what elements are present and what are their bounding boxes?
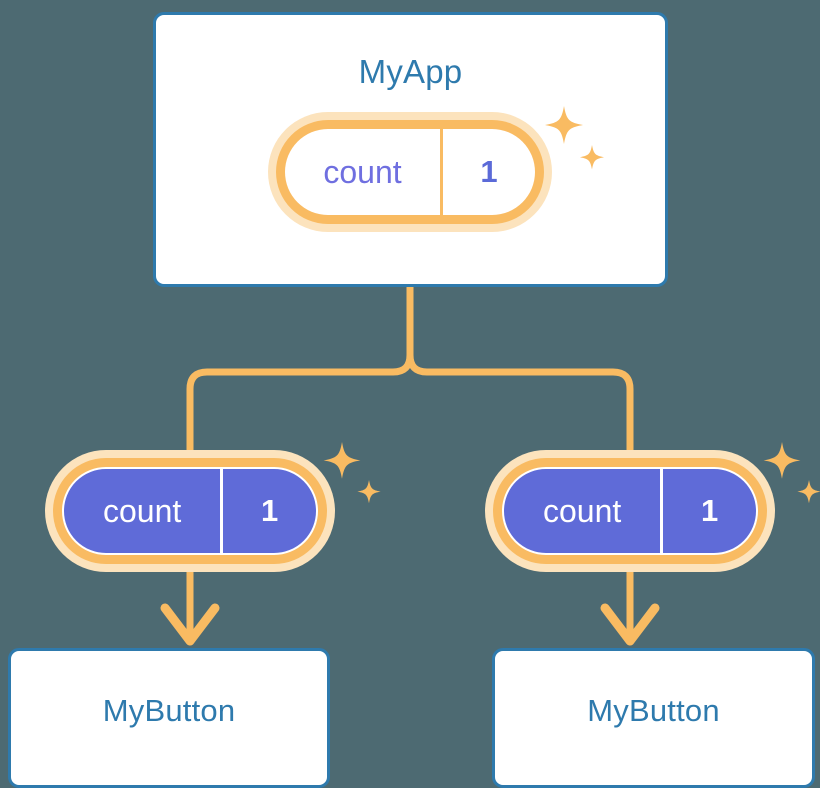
arrow-right-pill-to-button xyxy=(600,564,660,646)
diagram-canvas: MyApp count 1 count 1 MyButton count xyxy=(8,12,820,788)
state-pill-mybutton-right[interactable]: count 1 xyxy=(485,450,775,572)
state-pill-value: 1 xyxy=(660,469,756,553)
state-pill-key: count xyxy=(102,492,182,529)
page-title: MyApp xyxy=(358,53,463,90)
component-card-mybutton-left[interactable]: MyButton xyxy=(8,648,330,788)
state-pill-value: 1 xyxy=(440,129,535,215)
state-pill-body: count 1 xyxy=(285,129,535,215)
state-pill-mybutton-left[interactable]: count 1 xyxy=(45,450,335,572)
state-pill-key: count xyxy=(542,492,622,529)
arrow-left-pill-to-button xyxy=(160,564,220,646)
state-pill-myapp[interactable]: count 1 xyxy=(268,112,552,232)
connector-parent-to-children xyxy=(186,282,414,456)
state-pill-body: count 1 xyxy=(62,467,318,555)
connector-parent-to-children-right xyxy=(406,282,634,456)
state-pill-key: count xyxy=(323,153,402,190)
state-pill-value: 1 xyxy=(220,469,316,553)
component-label: MyButton xyxy=(102,693,236,728)
component-card-mybutton-right[interactable]: MyButton xyxy=(492,648,815,788)
component-label: MyButton xyxy=(587,693,720,728)
state-pill-body: count 1 xyxy=(502,467,758,555)
